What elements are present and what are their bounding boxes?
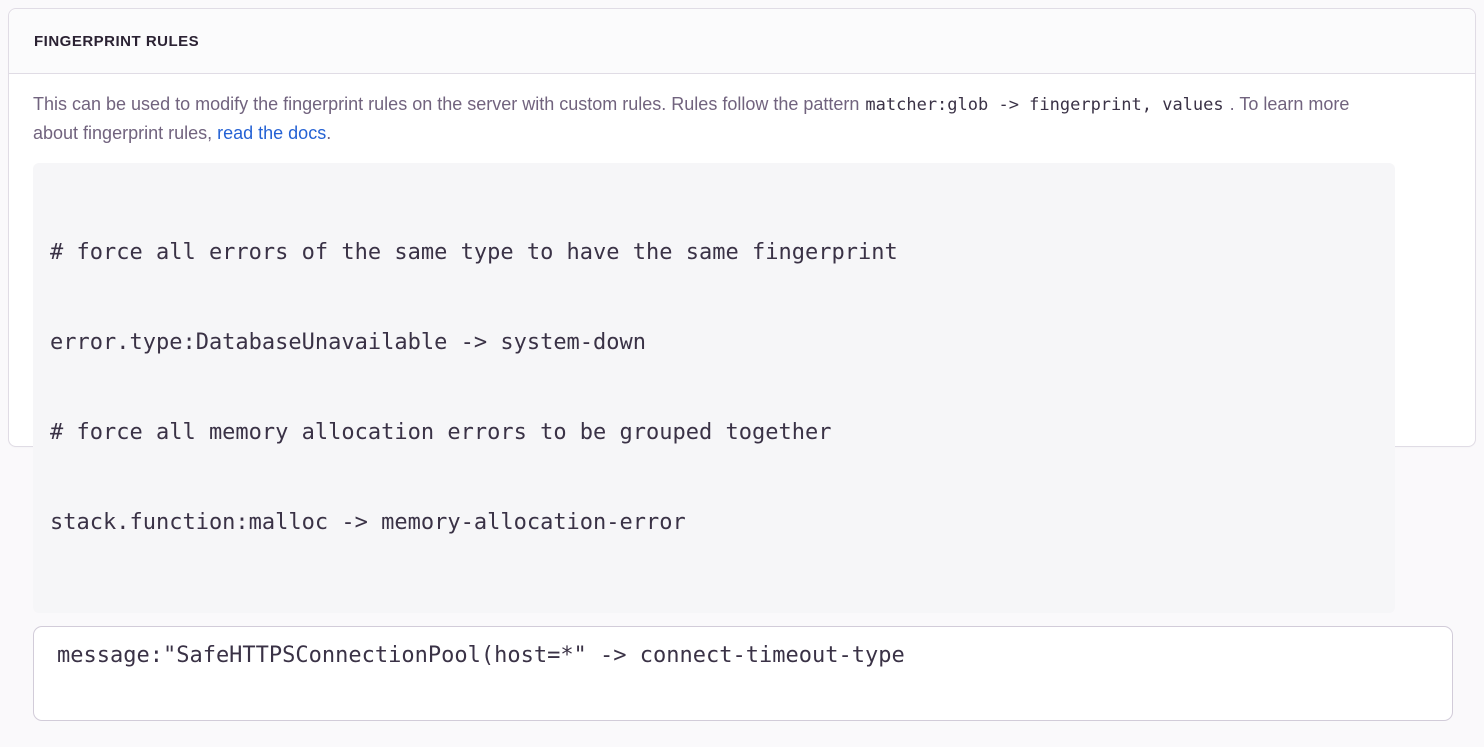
example-rule-line: stack.function:malloc -> memory-allocati… <box>50 510 686 535</box>
help-text-before-code: This can be used to modify the fingerpri… <box>33 94 860 114</box>
fingerprint-rules-panel: FINGERPRINT RULES This can be used to mo… <box>8 8 1476 721</box>
panel-title: FINGERPRINT RULES <box>34 32 200 50</box>
help-text-after-code: . To learn more about fingerprint rules, <box>33 94 1350 143</box>
read-the-docs-link[interactable]: read the docs <box>217 123 327 143</box>
example-rule-line: error.type:DatabaseUnavailable -> system… <box>50 330 647 355</box>
example-rule-line: # force all errors of the same type to h… <box>50 240 898 265</box>
example-rules-block: # force all errors of the same type to h… <box>33 163 1395 613</box>
help-text: This can be used to modify the fingerpri… <box>33 90 1363 147</box>
pattern-inline-code: matcher:glob -> fingerprint, values <box>865 95 1224 115</box>
example-rule-line: # force all memory allocation errors to … <box>50 420 832 445</box>
help-text-after-link: . <box>326 123 332 143</box>
panel-header: FINGERPRINT RULES <box>9 9 1475 74</box>
panel-body: This can be used to modify the fingerpri… <box>9 74 1475 747</box>
fingerprint-rules-input[interactable]: message:"SafeHTTPSConnectionPool(host=*"… <box>33 626 1453 721</box>
